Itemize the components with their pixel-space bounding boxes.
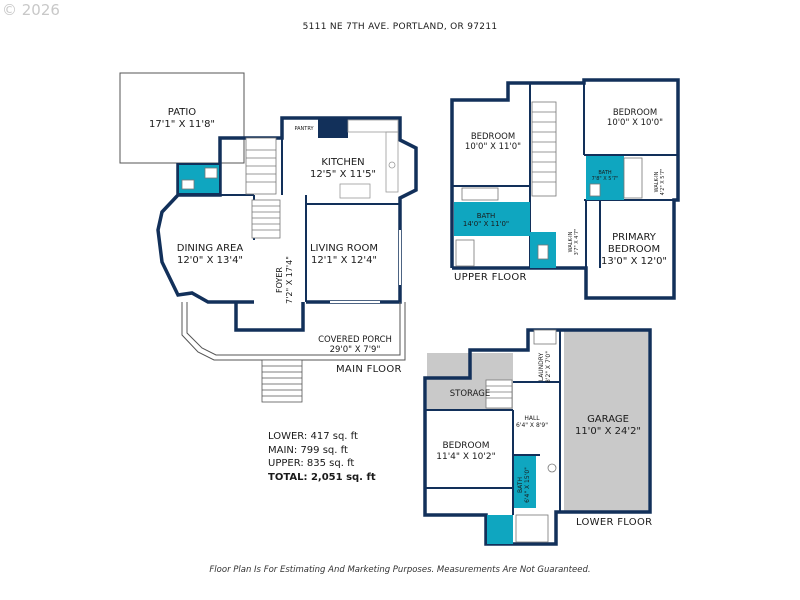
summary-main: MAIN: 799 sq. ft (268, 444, 348, 456)
kitchen-counters (339, 119, 399, 199)
room-dimensions: 17'1" X 11'8" (148, 119, 216, 130)
room-dimensions: 13'0" X 12'0" (600, 256, 668, 267)
room-name: BEDROOM (442, 441, 490, 451)
floor-label-main: MAIN FLOOR (336, 364, 402, 375)
upper-floor-drawing (450, 78, 680, 300)
room-label-porch: COVERED PORCH 29'0" X 7'9" (310, 335, 400, 355)
room-name: COVERED PORCH (318, 335, 392, 345)
room-name: BATH (517, 477, 524, 493)
room-name: GARAGE (587, 414, 629, 425)
room-name: PANTRY (294, 126, 314, 132)
room-name-line-2: BEDROOM (607, 244, 661, 255)
square-footage-summary: LOWER: 417 sq. ft MAIN: 799 sq. ft UPPER… (268, 430, 376, 484)
floor-label-lower: LOWER FLOOR (576, 517, 653, 528)
room-dimensions: 7'8" X 5'7" (591, 176, 619, 182)
room-name: PRIMARY (612, 232, 656, 243)
room-name: BEDROOM (612, 108, 658, 118)
room-label-primary-bedroom: PRIMARY BEDROOM 13'0" X 12'0" (596, 232, 672, 268)
room-dimensions: 6'4" X 8'9" (515, 422, 548, 429)
room-label-laundry: LAUNDRY 8'2" X 7'0" (538, 346, 552, 388)
room-label-storage: STORAGE (440, 389, 500, 399)
room-label-lower-bath: BATH 6'4" X 15'0" (517, 465, 531, 505)
summary-upper: UPPER: 835 sq. ft (268, 458, 355, 469)
room-name: DINING AREA (176, 243, 244, 254)
room-dimensions: 7'2" X 17'4" (285, 256, 294, 304)
patio-area (119, 72, 245, 164)
room-dimensions: 11'0" X 24'2" (574, 426, 642, 437)
upper-interior-walls (452, 80, 678, 298)
room-name: PATIO (167, 107, 197, 118)
room-label-upper-bedroom-left: BEDROOM 10'0" X 11'0" (458, 132, 528, 152)
room-name: HALL (524, 415, 540, 422)
room-dimensions: 3'7" X 4'7" (574, 228, 580, 256)
room-label-upper-bedroom-right: BEDROOM 10'0" X 10'0" (600, 108, 670, 128)
floor-label-upper: UPPER FLOOR (454, 272, 527, 283)
room-dimensions: 12'0" X 13'4" (176, 255, 244, 266)
lower-floor-drawing (423, 328, 652, 546)
lower-bath-toilet (487, 515, 513, 544)
room-dimensions: 12'1" X 12'4" (310, 255, 378, 266)
main-floor-drawing (119, 72, 418, 403)
lower-interior-walls (425, 330, 561, 515)
room-name: LIVING ROOM (309, 243, 379, 254)
room-label-upper-bath-main: BATH 14'0" X 11'0" (456, 212, 516, 228)
porch-stairs (261, 359, 303, 403)
room-dimensions: 10'0" X 10'0" (606, 118, 664, 128)
covered-porch-outline (181, 302, 406, 361)
room-label-dining: DINING AREA 12'0" X 13'4" (168, 243, 252, 267)
room-name: BATH (598, 170, 612, 176)
room-name: KITCHEN (321, 157, 365, 168)
room-label-hall: HALL 6'4" X 8'9" (512, 415, 552, 429)
lower-stairs (485, 379, 513, 409)
room-dimensions: 11'4" X 10'2" (436, 452, 496, 462)
room-dimensions: 14'0" X 11'0" (462, 220, 510, 228)
upper-stairs (531, 101, 557, 197)
room-name: LAUNDRY (538, 352, 545, 382)
room-dimensions: 29'0" X 7'9" (329, 345, 381, 355)
lower-bath (514, 456, 536, 508)
room-label-living: LIVING ROOM 12'1" X 12'4" (306, 243, 382, 267)
upper-bath-main (454, 202, 530, 236)
room-name: FOYER (275, 267, 284, 293)
room-label-foyer: FOYER 7'2" X 17'4" (275, 245, 295, 315)
room-dimensions: 6'4" X 15'0" (524, 467, 531, 503)
room-name: BATH (476, 212, 496, 220)
room-name: BEDROOM (470, 132, 516, 142)
property-address: 5111 NE 7TH AVE. PORTLAND, OR 97211 (302, 22, 498, 32)
room-dimensions: 12'5" X 11'5" (309, 169, 377, 180)
room-dimensions: 10'0" X 11'0" (464, 142, 522, 152)
main-stairs (245, 137, 281, 239)
room-label-upper-bath-small: BATH 7'8" X 5'7" (590, 170, 620, 182)
summary-total: TOTAL: 2,051 sq. ft (268, 471, 376, 483)
pantry-block (318, 118, 348, 138)
disclaimer: Floor Plan Is For Estimating And Marketi… (209, 565, 591, 575)
room-label-pantry: PANTRY (292, 126, 316, 132)
room-label-lower-bedroom: BEDROOM 11'4" X 10'2" (430, 441, 502, 463)
room-dimensions: 8'2" X 7'0" (545, 351, 552, 384)
room-name: STORAGE (449, 389, 491, 399)
room-label-patio: PATIO 17'1" X 11'8" (140, 107, 224, 131)
garage-area (564, 330, 648, 512)
room-dimensions: 4'2" X 5'7" (660, 168, 666, 196)
watermark: © 2026 (2, 1, 60, 19)
lower-exterior-walls (423, 328, 652, 546)
room-label-upper-walkin-left: WALK-IN 3'7" X 4'7" (568, 224, 580, 260)
room-label-upper-walkin-right: WALK-IN 4'2" X 5'7" (654, 164, 666, 200)
room-label-kitchen: KITCHEN 12'5" X 11'5" (305, 157, 381, 181)
room-label-garage: GARAGE 11'0" X 24'2" (568, 414, 648, 438)
summary-lower: LOWER: 417 sq. ft (268, 431, 358, 442)
